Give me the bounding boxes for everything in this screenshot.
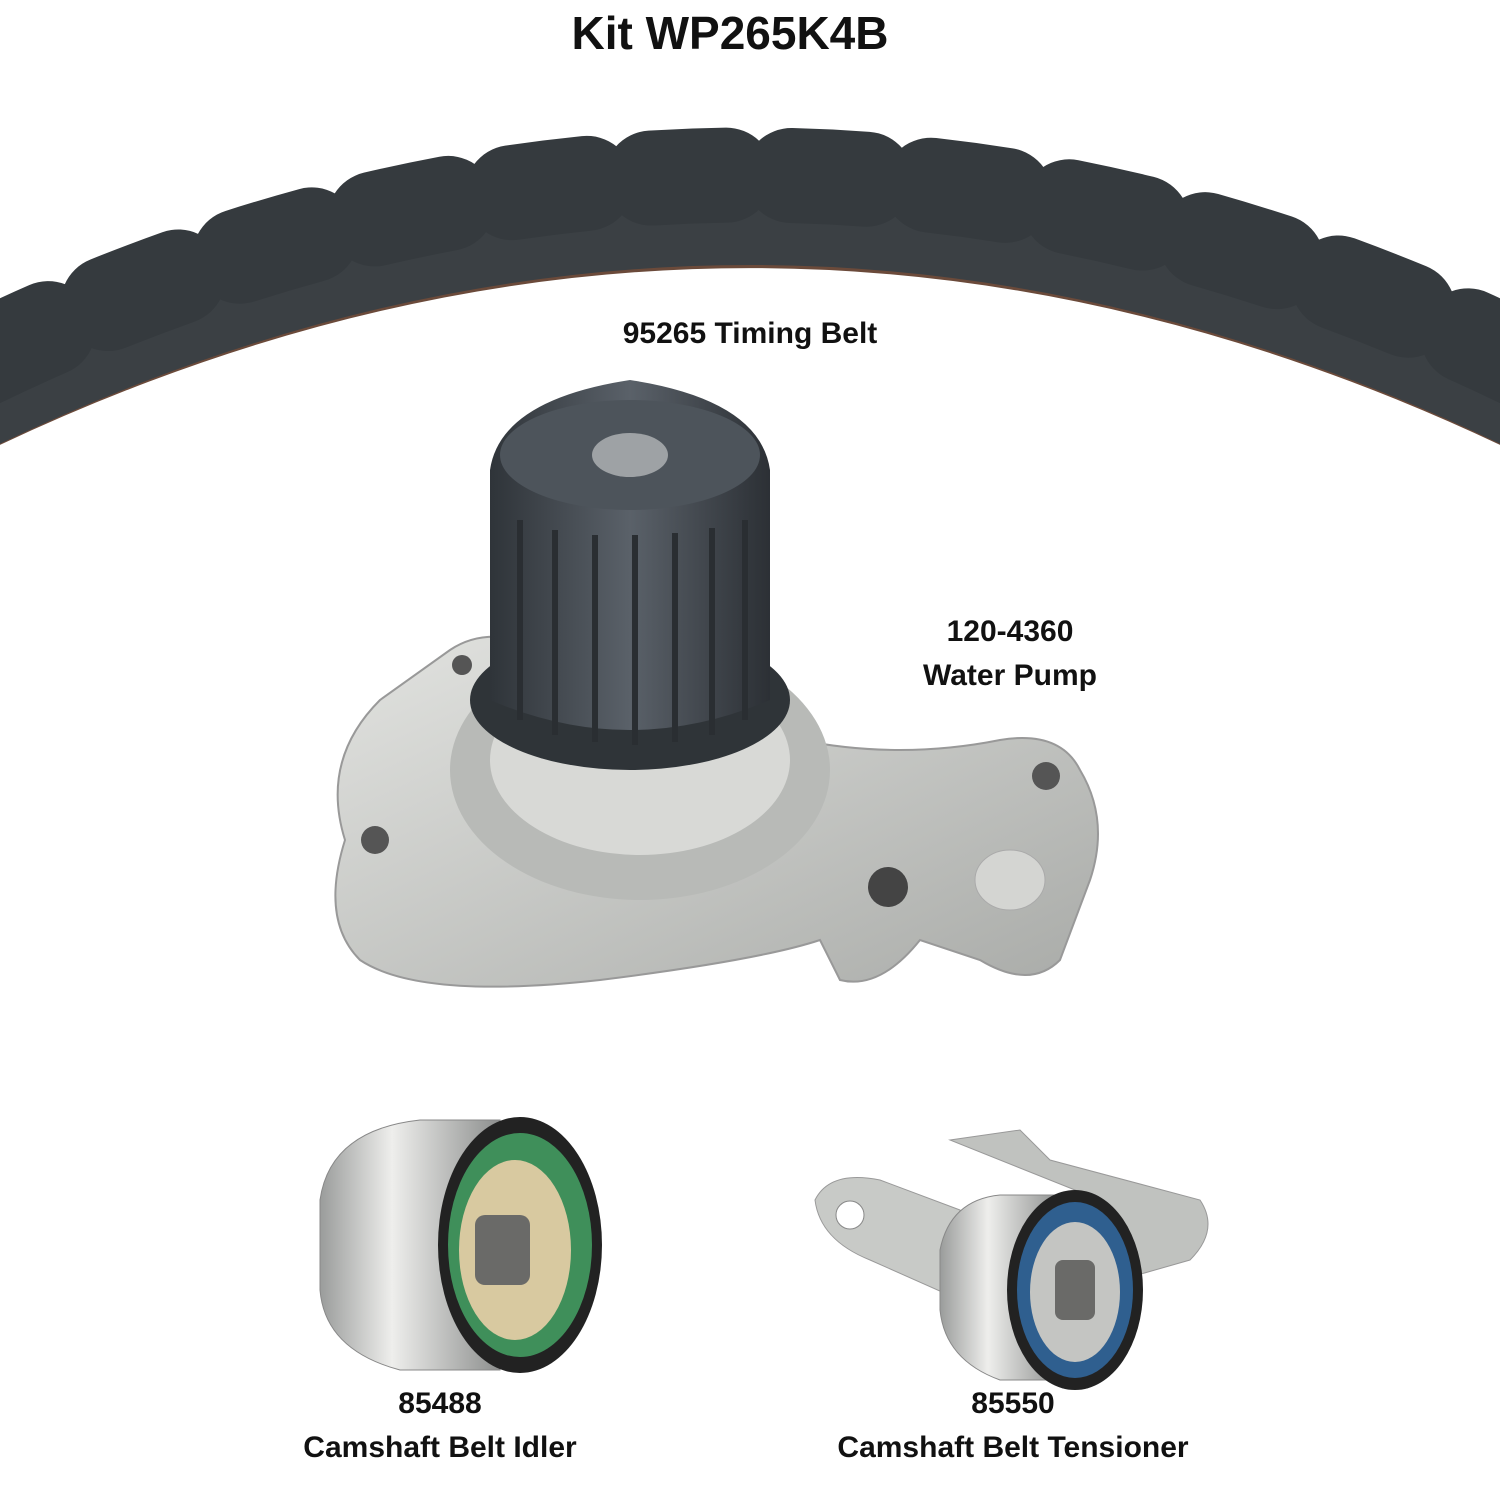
camshaft-belt-idler xyxy=(319,1117,602,1373)
tensioner-label: 85550 Camshaft Belt Tensioner xyxy=(837,1382,1188,1470)
camshaft-belt-tensioner xyxy=(814,1129,1209,1390)
water-pump-name: Water Pump xyxy=(923,659,1097,692)
idler-name: Camshaft Belt Idler xyxy=(303,1431,577,1464)
water-pump-label: 120-4360 Water Pump xyxy=(923,610,1097,698)
idler-number: 85488 xyxy=(398,1387,482,1420)
water-pump-number: 120-4360 xyxy=(946,615,1074,648)
timing-belt xyxy=(0,127,1500,445)
tensioner-number: 85550 xyxy=(971,1387,1055,1420)
idler-label: 85488 Camshaft Belt Idler xyxy=(303,1382,576,1470)
tensioner-name: Camshaft Belt Tensioner xyxy=(837,1431,1189,1464)
water-pump xyxy=(334,380,1099,988)
timing-belt-label: 95265 Timing Belt xyxy=(622,317,878,350)
kit-title: Kit WP265K4B xyxy=(571,7,889,59)
